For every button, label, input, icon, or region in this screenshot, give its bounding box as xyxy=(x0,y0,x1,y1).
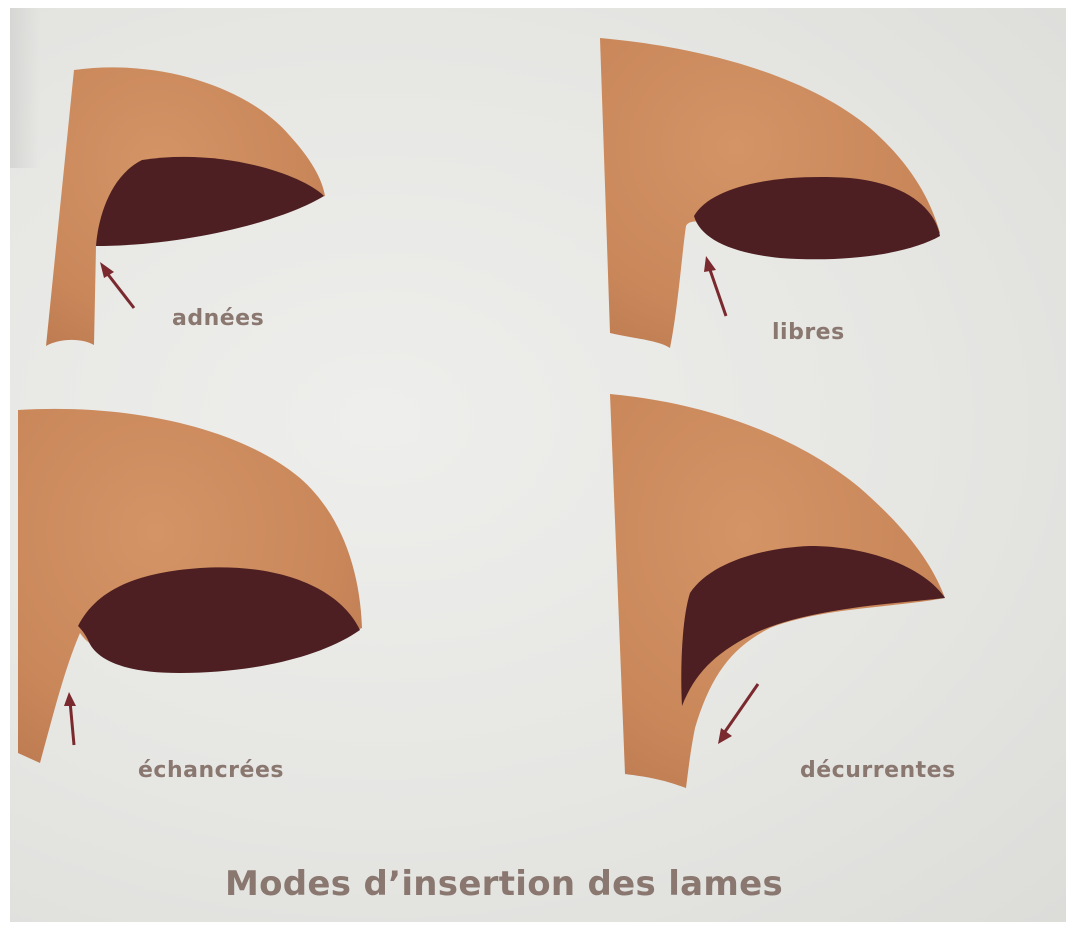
mushroom-adnees xyxy=(46,67,325,346)
lamella-insertion-diagram xyxy=(10,8,1066,922)
page-photo: adnées libres échancrées décurrentes Mod… xyxy=(10,8,1066,922)
figure-title: Modes d’insertion des lames xyxy=(225,864,783,904)
label-libres: libres xyxy=(772,320,845,345)
mushroom-decurrentes xyxy=(610,394,945,788)
gills-decurrentes xyxy=(681,546,945,706)
label-decurrentes: décurrentes xyxy=(800,758,956,783)
arrow-decurrentes xyxy=(718,684,758,744)
arrow-echancrees xyxy=(64,692,76,745)
label-echancrees: échancrées xyxy=(138,758,284,783)
arrow-libres xyxy=(704,256,726,316)
arrow-adnees xyxy=(100,262,134,308)
label-adnees: adnées xyxy=(172,306,264,331)
mushroom-echancrees xyxy=(18,409,362,763)
mushroom-libres xyxy=(600,38,940,348)
